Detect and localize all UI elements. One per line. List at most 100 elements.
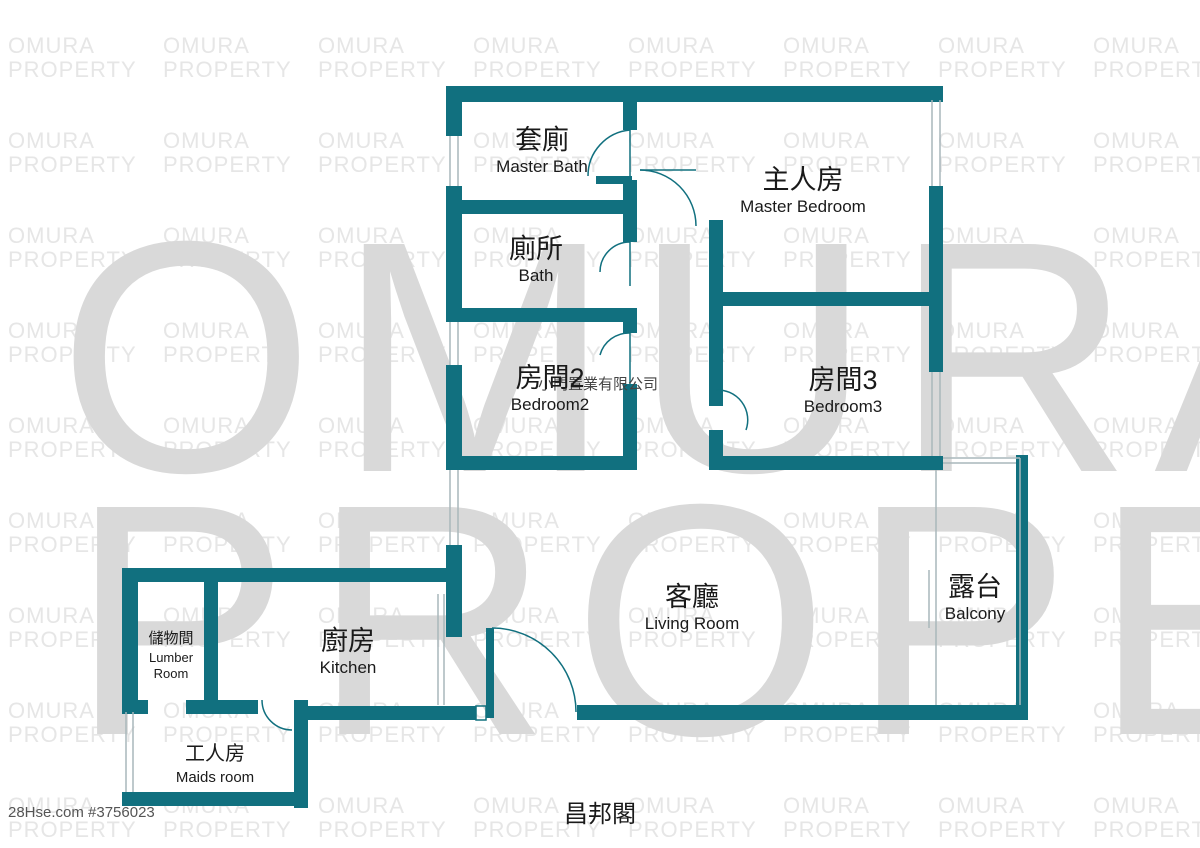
watermark-tile-line1: OMURA bbox=[628, 318, 715, 343]
watermark-tile-line2: PROPERTY bbox=[938, 152, 1067, 177]
bath-cn: 廁所 bbox=[509, 234, 563, 264]
watermark-tile-line2: PROPERTY bbox=[318, 627, 447, 652]
watermark-tile-line2: PROPERTY bbox=[163, 817, 292, 842]
watermark-tile-line1: OMURA bbox=[163, 128, 250, 153]
balcony-cn: 露台 bbox=[947, 572, 1002, 602]
master-bedroom-en: Master Bedroom bbox=[740, 197, 866, 216]
watermark-tile-line2: PROPERTY bbox=[628, 722, 757, 747]
watermark-tile-line2: PROPERTY bbox=[163, 437, 292, 462]
watermark-tile-line2: PROPERTY bbox=[163, 152, 292, 177]
watermark-tile-line2: PROPERTY bbox=[938, 57, 1067, 82]
watermark-tile-line2: PROPERTY bbox=[1093, 247, 1200, 272]
watermark-tile-line1: OMURA bbox=[473, 223, 560, 248]
room-bath: 廁所 Bath bbox=[509, 233, 563, 287]
watermark-tile-line2: PROPERTY bbox=[938, 532, 1067, 557]
watermark-tile-line1: OMURA bbox=[163, 223, 250, 248]
watermark-tile-line1: OMURA bbox=[473, 508, 560, 533]
balcony-en: Balcony bbox=[944, 604, 1006, 623]
watermark-tile-line1: OMURA bbox=[473, 318, 560, 343]
watermark-tile-line2: PROPERTY bbox=[8, 57, 137, 82]
watermark-tile-line1: OMURA bbox=[1093, 33, 1180, 58]
watermark-tile-line1: OMURA bbox=[628, 508, 715, 533]
watermark-tile-line2: PROPERTY bbox=[1093, 152, 1200, 177]
watermark-tile-line2: PROPERTY bbox=[1093, 817, 1200, 842]
watermark-tile-line1: OMURA bbox=[628, 128, 715, 153]
master-bath-cn: 套廁 bbox=[515, 125, 569, 155]
room-bedroom2: 房間2 Bedroom2 bbox=[511, 362, 589, 416]
watermark-tile-line2: PROPERTY bbox=[8, 342, 137, 367]
watermark-tile-line1: OMURA bbox=[8, 223, 95, 248]
watermark-tile-line2: PROPERTY bbox=[318, 57, 447, 82]
room-master-bath: 套廁 Master Bath bbox=[496, 124, 588, 178]
room-maids-room: 工人房 Maids room bbox=[176, 741, 254, 789]
watermark-tile-line2: PROPERTY bbox=[473, 247, 602, 272]
watermark-tile-line2: PROPERTY bbox=[318, 342, 447, 367]
watermark-tile-line1: OMURA bbox=[783, 413, 870, 438]
watermark-tile-line1: OMURA bbox=[8, 698, 95, 723]
kitchen-cn: 廚房 bbox=[320, 626, 375, 656]
watermark-tile-line2: PROPERTY bbox=[163, 57, 292, 82]
watermark-tile-line2: PROPERTY bbox=[473, 817, 602, 842]
watermark-tile-line2: PROPERTY bbox=[938, 627, 1067, 652]
watermark-tile-line1: OMURA bbox=[628, 33, 715, 58]
watermark-tile-line2: PROPERTY bbox=[783, 532, 912, 557]
watermark-tile-line1: OMURA bbox=[783, 33, 870, 58]
kitchen-en: Kitchen bbox=[319, 658, 377, 677]
watermark-tile-line2: PROPERTY bbox=[8, 247, 137, 272]
room-master-bedroom: 主人房 Master Bedroom bbox=[740, 164, 866, 218]
watermark-tile-line1: OMURA bbox=[1093, 318, 1180, 343]
watermark-tile-line1: OMURA bbox=[938, 508, 1025, 533]
watermark-tile-line1: OMURA bbox=[783, 223, 870, 248]
watermark-tile-line1: OMURA bbox=[318, 223, 405, 248]
watermark-tile-line1: OMURA bbox=[8, 128, 95, 153]
watermark-tile-line1: OMURA bbox=[628, 223, 715, 248]
watermark-tile-line1: OMURA bbox=[938, 413, 1025, 438]
watermark-tile-line2: PROPERTY bbox=[783, 57, 912, 82]
watermark-tile-line2: PROPERTY bbox=[8, 152, 137, 177]
watermark-tile-line2: PROPERTY bbox=[473, 342, 602, 367]
watermark-tile-line1: OMURA bbox=[938, 793, 1025, 818]
watermark-tile-line1: OMURA bbox=[1093, 603, 1180, 628]
watermark-tile-line2: PROPERTY bbox=[628, 152, 757, 177]
watermark-tile-line2: PROPERTY bbox=[163, 627, 292, 652]
watermark-tile-line1: OMURA bbox=[473, 413, 560, 438]
watermark-tile-line2: PROPERTY bbox=[783, 627, 912, 652]
watermark-tile-line2: PROPERTY bbox=[783, 152, 912, 177]
watermark-tile-line2: PROPERTY bbox=[8, 627, 137, 652]
watermark-tile-line2: PROPERTY bbox=[1093, 57, 1200, 82]
watermark-tile-line2: PROPERTY bbox=[938, 722, 1067, 747]
watermark-tile-line2: PROPERTY bbox=[8, 817, 137, 842]
room-balcony: 露台 Balcony bbox=[945, 571, 1005, 625]
lumber-room-en-line1: Lumber bbox=[148, 650, 194, 665]
watermark-tile-line2: PROPERTY bbox=[1093, 532, 1200, 557]
watermark-tile-line1: OMURA bbox=[938, 33, 1025, 58]
watermark-tile-line2: PROPERTY bbox=[628, 627, 757, 652]
